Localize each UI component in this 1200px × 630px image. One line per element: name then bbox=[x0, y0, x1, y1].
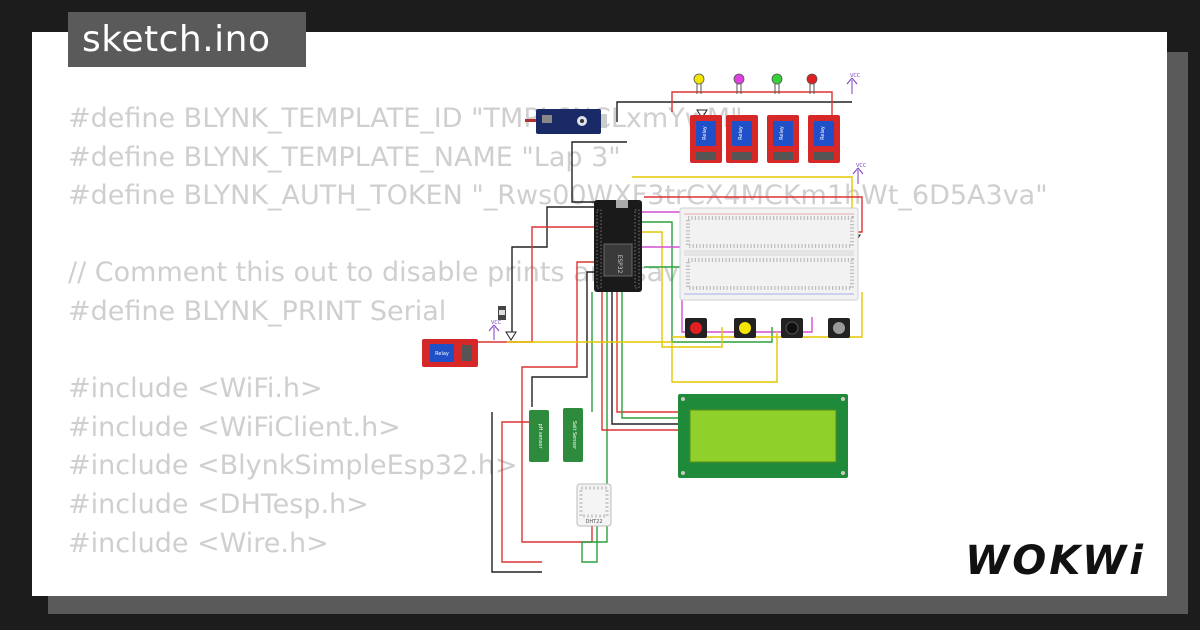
relay-module-2[interactable]: Relay bbox=[726, 115, 758, 163]
svg-text:Relay: Relay bbox=[738, 126, 744, 140]
svg-text:DHT22: DHT22 bbox=[585, 519, 602, 525]
power-symbols: VCC VCC VCC bbox=[488, 73, 867, 341]
svg-text:ESP32: ESP32 bbox=[616, 255, 623, 274]
circuit-diagram: VCC VCC VCC bbox=[422, 73, 867, 573]
vcc-symbol: VCC bbox=[488, 320, 502, 340]
relay-array: Relay Relay Relay Relay bbox=[690, 115, 840, 163]
led-row bbox=[693, 73, 818, 94]
led-magenta[interactable] bbox=[733, 73, 745, 94]
wokwi-logo: WOKWi bbox=[965, 538, 1146, 584]
relay-module-4[interactable]: Relay bbox=[808, 115, 840, 163]
led-green[interactable] bbox=[771, 73, 783, 94]
vcc-symbol: VCC bbox=[846, 73, 861, 94]
svg-text:Relay: Relay bbox=[820, 126, 826, 140]
push-button-black[interactable] bbox=[781, 318, 803, 338]
code-line: #include <Wire.h> bbox=[68, 527, 329, 559]
code-line: #define BLYNK_TEMPLATE_NAME "Lap 3" bbox=[68, 141, 621, 173]
slide-switch[interactable] bbox=[498, 306, 506, 320]
svg-text:pH sensor: pH sensor bbox=[537, 423, 543, 449]
svg-text:Relay: Relay bbox=[779, 126, 785, 140]
push-button-red[interactable] bbox=[685, 318, 707, 338]
ph-sensor-board[interactable]: pH sensor bbox=[529, 410, 549, 462]
code-line: #define BLYNK_PRINT Serial bbox=[68, 295, 447, 327]
push-button-yellow[interactable] bbox=[734, 318, 756, 338]
ground-symbol bbox=[696, 109, 708, 119]
preview-card: #define BLYNK_TEMPLATE_ID "TMPL6NCLxmYwM… bbox=[32, 32, 1167, 596]
ground-symbol bbox=[505, 331, 517, 341]
led-yellow[interactable] bbox=[693, 73, 705, 94]
salt-sensor-board[interactable]: Salt Sensor bbox=[563, 408, 583, 462]
relay-module-1[interactable]: Relay bbox=[690, 115, 722, 163]
code-line: #define BLYNK_TEMPLATE_ID "TMPL6NCLxmYwM… bbox=[68, 103, 743, 134]
dht22-sensor[interactable]: DHT22 bbox=[576, 483, 612, 527]
code-line: #include <BlynkSimpleEsp32.h> bbox=[68, 450, 518, 482]
svg-text:Relay: Relay bbox=[435, 351, 449, 357]
file-name-tab: sketch.ino bbox=[68, 12, 306, 67]
svg-text:VCC: VCC bbox=[850, 73, 861, 79]
wires bbox=[472, 91, 863, 573]
svg-text:Salt Sensor: Salt Sensor bbox=[571, 421, 577, 450]
led-red[interactable] bbox=[806, 73, 818, 94]
svg-text:VCC: VCC bbox=[491, 320, 502, 326]
esp32-board[interactable]: ESP32 bbox=[594, 200, 642, 292]
code-listing: #define BLYNK_TEMPLATE_ID "TMPL6NCLxmYwM… bbox=[68, 100, 1048, 563]
push-buttons bbox=[685, 318, 850, 338]
lcd-display[interactable] bbox=[678, 394, 848, 478]
svg-text:VCC: VCC bbox=[856, 163, 867, 169]
relay-module-3[interactable]: Relay bbox=[767, 115, 799, 163]
vcc-symbol: VCC bbox=[852, 163, 867, 184]
relay-module-left[interactable]: Relay bbox=[422, 339, 478, 367]
sensor-module[interactable] bbox=[525, 109, 607, 134]
code-line: #define BLYNK_AUTH_TOKEN "_Rws00WXF3trCX… bbox=[68, 180, 1048, 212]
code-line: #include <WiFi.h> bbox=[68, 373, 323, 405]
svg-text:Relay: Relay bbox=[702, 126, 708, 140]
breadboard[interactable] bbox=[679, 207, 859, 301]
code-line: #include <DHTesp.h> bbox=[68, 488, 369, 520]
code-line: #include <WiFiClient.h> bbox=[68, 411, 401, 443]
push-button-gray[interactable] bbox=[828, 318, 850, 338]
